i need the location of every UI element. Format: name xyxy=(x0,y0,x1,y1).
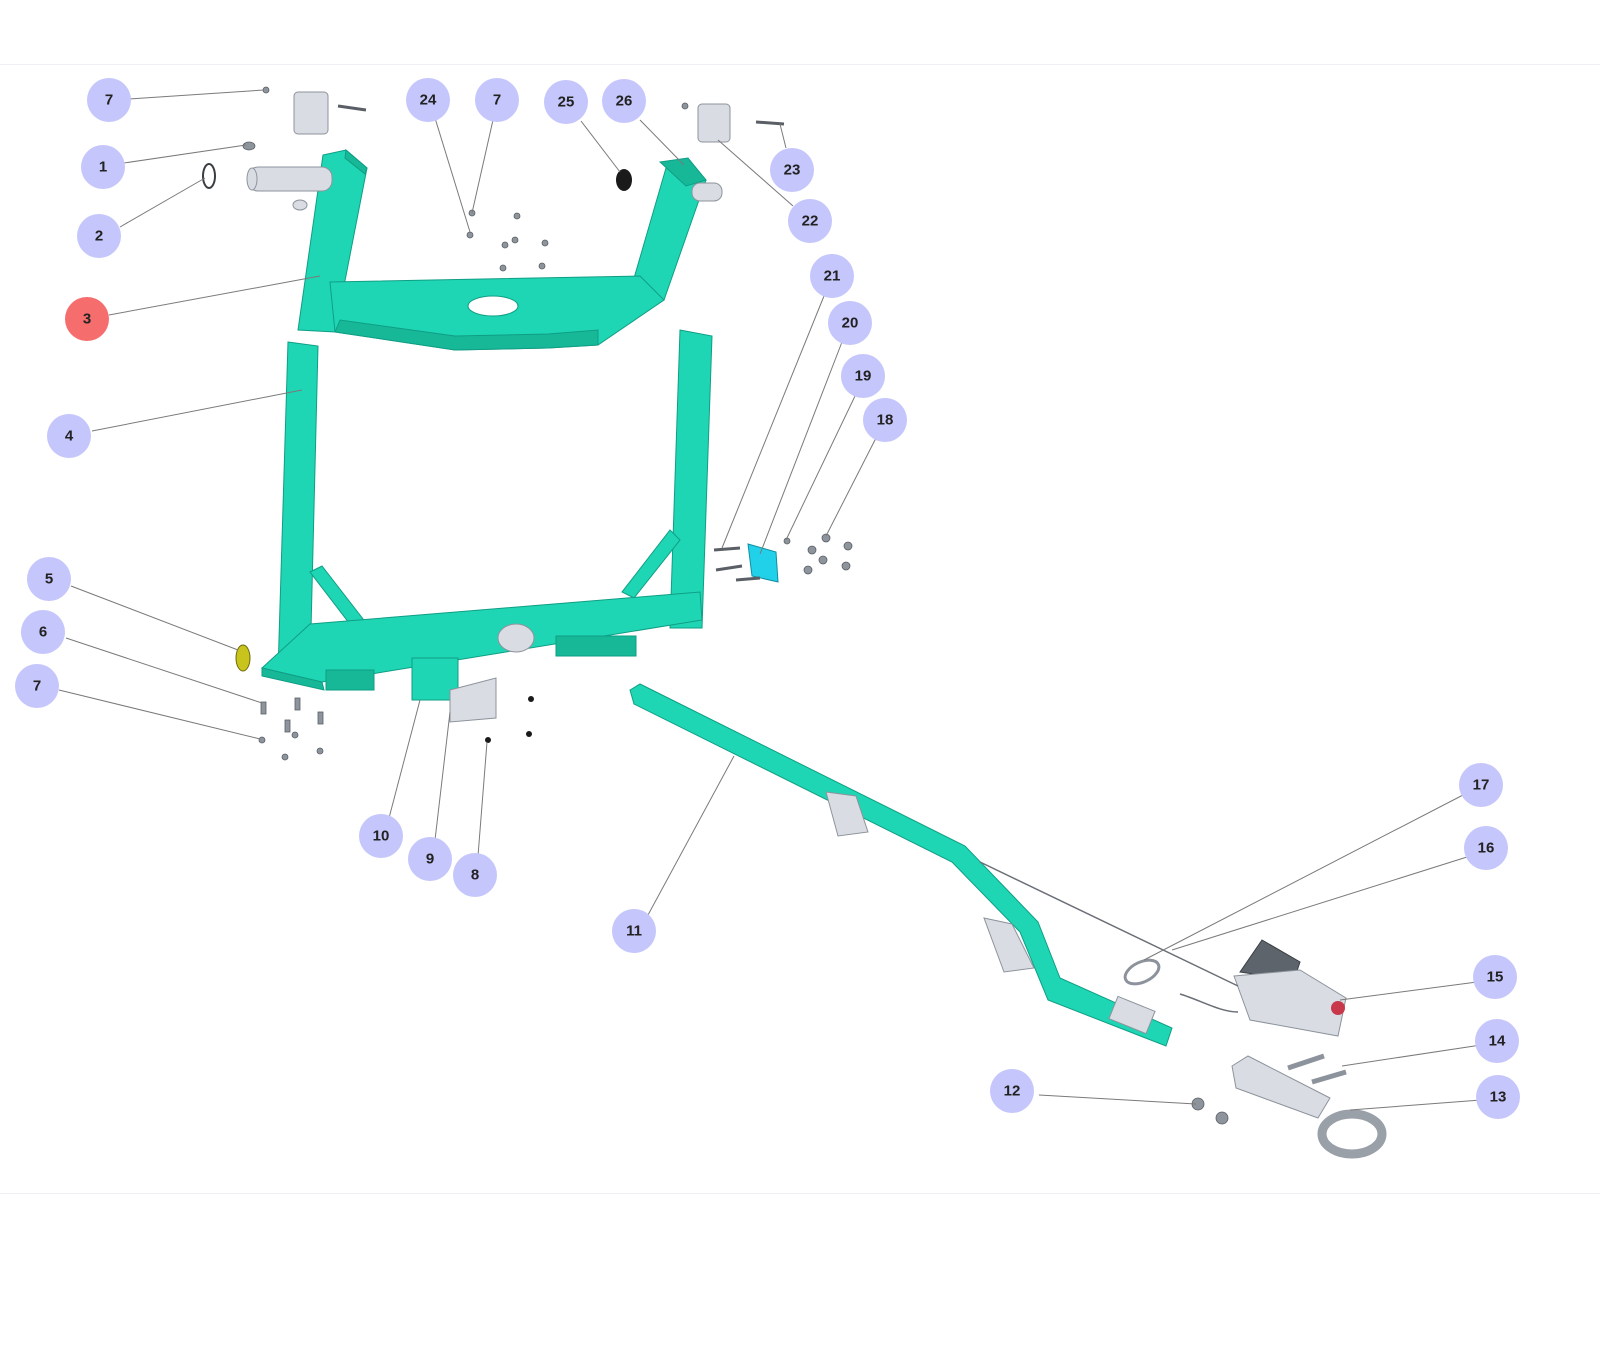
callout-1[interactable]: 1 xyxy=(81,145,125,189)
lower-frame-part xyxy=(260,329,713,723)
bottom-area xyxy=(0,1193,1600,1358)
callout-6[interactable]: 6 xyxy=(21,610,65,654)
upper-frame-part xyxy=(246,149,723,351)
callout-16[interactable]: 16 xyxy=(1464,826,1508,870)
coupling-head-part xyxy=(1233,939,1347,1037)
callout-14[interactable]: 14 xyxy=(1475,1019,1519,1063)
callout-5[interactable]: 5 xyxy=(27,557,71,601)
hardware-parts xyxy=(202,86,1347,1125)
callout-13[interactable]: 13 xyxy=(1476,1075,1520,1119)
callout-7c[interactable]: 7 xyxy=(475,78,519,122)
tow-eye-part xyxy=(1231,1055,1387,1159)
callout-15[interactable]: 15 xyxy=(1473,955,1517,999)
callout-20[interactable]: 20 xyxy=(828,301,872,345)
callout-2[interactable]: 2 xyxy=(77,214,121,258)
callout-18[interactable]: 18 xyxy=(863,398,907,442)
callout-26[interactable]: 26 xyxy=(602,79,646,123)
washer-part xyxy=(235,644,251,672)
top-toolbar-area xyxy=(0,0,1600,65)
callout-9[interactable]: 9 xyxy=(408,837,452,881)
callout-4[interactable]: 4 xyxy=(47,414,91,458)
leader-lines xyxy=(58,89,1482,1111)
callout-22[interactable]: 22 xyxy=(788,199,832,243)
callout-24[interactable]: 24 xyxy=(406,78,450,122)
callout-23[interactable]: 23 xyxy=(770,148,814,192)
callout-25[interactable]: 25 xyxy=(544,80,588,124)
callout-7b[interactable]: 7 xyxy=(15,664,59,708)
callout-17[interactable]: 17 xyxy=(1459,763,1503,807)
callout-10[interactable]: 10 xyxy=(359,814,403,858)
callout-11[interactable]: 11 xyxy=(612,909,656,953)
callout-7[interactable]: 7 xyxy=(87,78,131,122)
callout-19[interactable]: 19 xyxy=(841,354,885,398)
callout-3[interactable]: 3 xyxy=(65,297,109,341)
callout-12[interactable]: 12 xyxy=(990,1069,1034,1113)
callout-8[interactable]: 8 xyxy=(453,853,497,897)
callout-21[interactable]: 21 xyxy=(810,254,854,298)
drawbar-part xyxy=(629,683,1173,1047)
